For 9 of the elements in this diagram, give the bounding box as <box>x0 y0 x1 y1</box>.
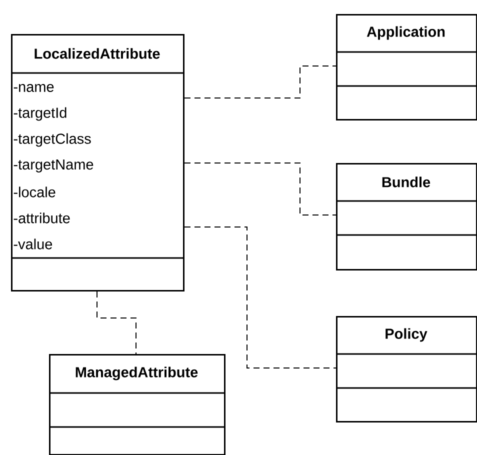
class-box: Application <box>336 14 477 120</box>
class-box: LocalizedAttribute -name -targetId -targetClass -targetName -locale -attribute -value <box>11 34 184 292</box>
dashed-connector <box>184 226 336 368</box>
dashed-connector <box>184 162 336 216</box>
dashed-connector <box>184 66 336 98</box>
class-box: Policy <box>336 316 477 422</box>
class-box: ManagedAttribute <box>49 354 226 455</box>
class-box: Bundle <box>336 163 477 270</box>
dashed-connector <box>96 291 136 354</box>
